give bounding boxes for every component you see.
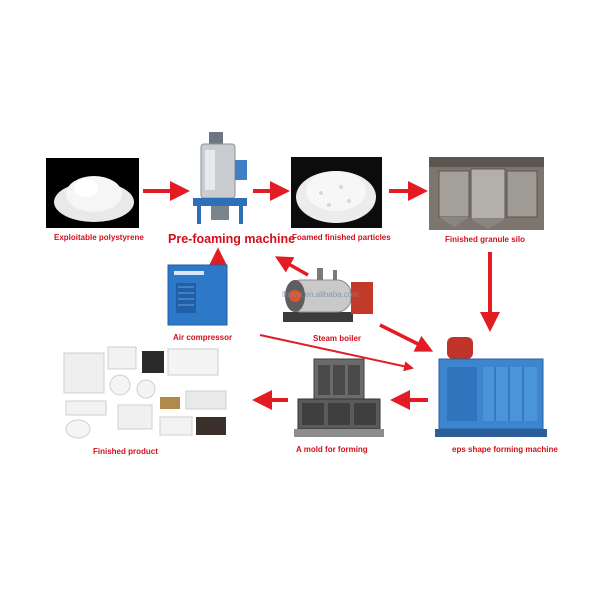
label-boiler: Steam boiler: [313, 334, 362, 343]
label-silo: Finished granule silo: [445, 235, 526, 244]
label-polystyrene: Exploitable polystyrene: [54, 233, 144, 242]
label-eps-machine: eps shape forming machine: [452, 445, 558, 454]
watermark: lkdeyi.en.alibaba.com: [282, 290, 359, 299]
granule-silo-photo: [429, 157, 544, 230]
air-compressor-photo: [166, 263, 229, 327]
arrow-compressor-to-eps-machine: [259, 334, 414, 372]
prefoaming-machine-photo: [189, 130, 251, 228]
steam-boiler-photo: [273, 262, 383, 330]
label-compressor: Air compressor: [173, 333, 233, 342]
finished-product-photo: [60, 345, 232, 445]
arrow-boiler-to-eps-machine: [379, 323, 434, 352]
label-product: Finished product: [93, 447, 158, 456]
foamed-particles-photo: [291, 157, 382, 228]
eps-machine-photo: [433, 333, 551, 441]
polystyrene-photo: [46, 158, 139, 228]
forming-mold-photo: [292, 355, 387, 441]
label-prefoaming: Pre-foaming machine: [168, 232, 296, 246]
arrow-boiler-to-prefoaming: [274, 256, 309, 277]
label-foamed: Foamed finished particles: [292, 233, 391, 242]
label-mold: A mold for forming: [296, 445, 368, 454]
